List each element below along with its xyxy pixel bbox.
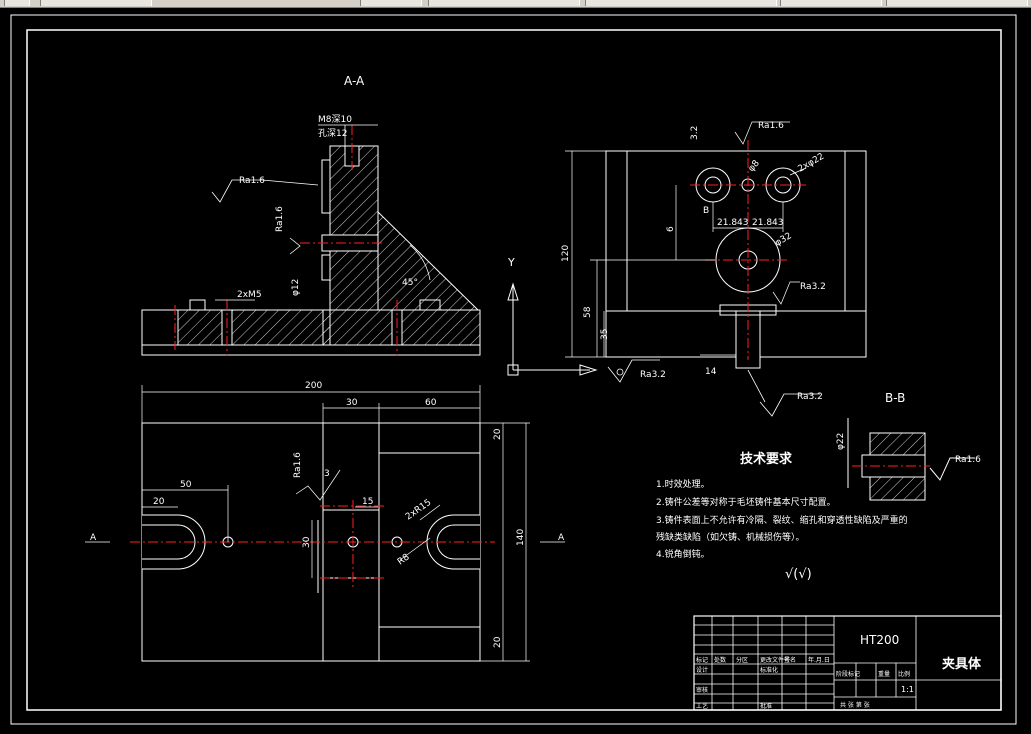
svg-text:Ra1.6: Ra1.6 bbox=[293, 452, 303, 478]
linetype-dropdown[interactable] bbox=[585, 0, 777, 6]
svg-text:3: 3 bbox=[324, 469, 330, 479]
section-aa-label: A-A bbox=[344, 74, 365, 88]
svg-text:A: A bbox=[90, 533, 97, 543]
svg-text:3.2: 3.2 bbox=[690, 126, 700, 140]
side-view-dims bbox=[565, 121, 807, 358]
svg-text:重量: 重量 bbox=[878, 670, 890, 678]
svg-text:Ra1.6: Ra1.6 bbox=[239, 176, 265, 186]
section-aa-annotations bbox=[211, 124, 431, 301]
svg-text:58: 58 bbox=[583, 306, 593, 318]
svg-text:20: 20 bbox=[493, 428, 503, 440]
svg-text:φ22: φ22 bbox=[836, 433, 846, 450]
drawing-canvas[interactable]: A-A bbox=[0, 7, 1031, 734]
svg-text:2xφ22: 2xφ22 bbox=[797, 152, 827, 175]
svg-text:φ8: φ8 bbox=[747, 158, 762, 174]
svg-text:200: 200 bbox=[305, 381, 322, 391]
section-bb-view: B-B Ra1.6 φ22 bbox=[836, 391, 981, 501]
svg-text:B-B: B-B bbox=[885, 391, 905, 405]
top-view-centerlines bbox=[130, 500, 495, 590]
lineweight-dropdown[interactable] bbox=[780, 0, 882, 6]
section-aa-view: A-A bbox=[141, 74, 481, 356]
svg-text:1:1: 1:1 bbox=[901, 685, 914, 694]
tech-requirements: 技术要求 1.时效处理。 2.铸件公差等对称于毛坯铸件基本尺寸配置。 3.铸件表… bbox=[656, 451, 908, 582]
svg-text:2xR15: 2xR15 bbox=[404, 498, 433, 523]
svg-text:分区: 分区 bbox=[736, 656, 748, 664]
tech-item: 残缺类缺陷（如欠铸、机械损伤等）。 bbox=[656, 531, 805, 543]
svg-text:设计: 设计 bbox=[696, 666, 708, 674]
svg-text:R8: R8 bbox=[396, 552, 412, 567]
svg-text:M8深10: M8深10 bbox=[318, 114, 352, 125]
tech-title: 技术要求 bbox=[740, 451, 793, 467]
svg-text:Y: Y bbox=[507, 256, 515, 269]
svg-text:阶段标记: 阶段标记 bbox=[836, 670, 860, 678]
side-view-text: Ra1.6 3.2 φ8 2xφ22 21.843 21.843 φ32 6 1… bbox=[561, 121, 826, 377]
svg-text:φ32: φ32 bbox=[774, 231, 794, 248]
side-view-centerlines bbox=[690, 140, 806, 360]
svg-text:Ra3.2: Ra3.2 bbox=[640, 370, 666, 380]
svg-text:45°: 45° bbox=[402, 278, 418, 288]
toolbar-button[interactable] bbox=[4, 0, 30, 6]
toolbar-button-group[interactable] bbox=[40, 0, 152, 6]
tech-item: 1.时效处理。 bbox=[656, 478, 710, 490]
svg-text:140: 140 bbox=[516, 529, 526, 546]
svg-text:6: 6 bbox=[666, 226, 676, 232]
svg-text:年.月.日: 年.月.日 bbox=[808, 656, 830, 664]
svg-text:21.843: 21.843 bbox=[752, 218, 784, 228]
svg-text:Ra1.6: Ra1.6 bbox=[758, 121, 784, 131]
layer-dropdown[interactable] bbox=[428, 0, 580, 6]
svg-text:批准: 批准 bbox=[760, 702, 772, 710]
svg-text:14: 14 bbox=[705, 367, 717, 377]
roughness-text-right: Ra3.2 Ra3.2 bbox=[640, 370, 823, 402]
svg-text:50: 50 bbox=[180, 480, 192, 490]
drawing-frame bbox=[10, 14, 1017, 725]
svg-text:20: 20 bbox=[153, 497, 165, 507]
svg-text:2xM5: 2xM5 bbox=[237, 290, 262, 300]
svg-text:120: 120 bbox=[561, 245, 571, 262]
svg-text:比例: 比例 bbox=[898, 670, 910, 678]
part-name: 夹具体 bbox=[942, 656, 982, 672]
toolbar bbox=[0, 0, 1031, 8]
roughness-general-symbol: √(√) bbox=[785, 567, 812, 582]
svg-text:Ra3.2: Ra3.2 bbox=[797, 392, 823, 402]
svg-text:20: 20 bbox=[493, 636, 503, 648]
svg-text:工艺: 工艺 bbox=[696, 702, 708, 710]
plotstyle-dropdown[interactable] bbox=[886, 0, 1028, 6]
tech-item: 2.铸件公差等对称于毛坯铸件基本尺寸配置。 bbox=[656, 496, 836, 508]
svg-text:处数: 处数 bbox=[714, 656, 726, 664]
svg-text:孔深12: 孔深12 bbox=[318, 128, 347, 139]
svg-text:Ra3.2: Ra3.2 bbox=[800, 282, 826, 292]
toolbar-button-group[interactable] bbox=[360, 0, 422, 6]
svg-text:更改文件号: 更改文件号 bbox=[760, 656, 790, 664]
material-label: HT200 bbox=[860, 633, 899, 647]
svg-text:标记: 标记 bbox=[696, 656, 708, 664]
svg-text:签名: 签名 bbox=[784, 656, 796, 664]
svg-text:标准化: 标准化 bbox=[760, 666, 778, 674]
ucs-icon: Y bbox=[507, 256, 598, 376]
svg-text:30: 30 bbox=[302, 536, 312, 548]
section-aa-text: M8深10 孔深12 Ra1.6 Ra1.6 φ12 2xM5 45° bbox=[237, 114, 418, 300]
title-block bbox=[693, 615, 1002, 711]
svg-text:15: 15 bbox=[362, 497, 373, 507]
tech-item: 4.锐角倒钝。 bbox=[656, 548, 710, 560]
svg-text:Ra1.6: Ra1.6 bbox=[275, 206, 285, 232]
svg-text:60: 60 bbox=[425, 398, 437, 408]
svg-text:A: A bbox=[558, 533, 565, 543]
roughness-symbols-right bbox=[607, 359, 820, 417]
svg-text:35: 35 bbox=[600, 329, 610, 340]
svg-text:审核: 审核 bbox=[696, 686, 708, 694]
section-aa-centerlines bbox=[174, 125, 398, 356]
top-view-dims bbox=[85, 385, 565, 662]
svg-text:30: 30 bbox=[346, 398, 358, 408]
svg-text:B: B bbox=[703, 206, 709, 216]
title-block-text: HT200 夹具体 1:1 标记 处数 分区 更改文件号 签名 年.月.日 设计… bbox=[696, 633, 982, 710]
svg-text:共 张 第 张: 共 张 第 张 bbox=[840, 701, 870, 709]
tech-item: 3.铸件表面上不允许有冷隔、裂纹、缩孔和穿透性缺陷及严重的 bbox=[656, 514, 908, 526]
svg-text:φ12: φ12 bbox=[291, 279, 301, 296]
svg-text:Ra1.6: Ra1.6 bbox=[955, 455, 981, 465]
svg-text:21.843: 21.843 bbox=[717, 218, 749, 228]
